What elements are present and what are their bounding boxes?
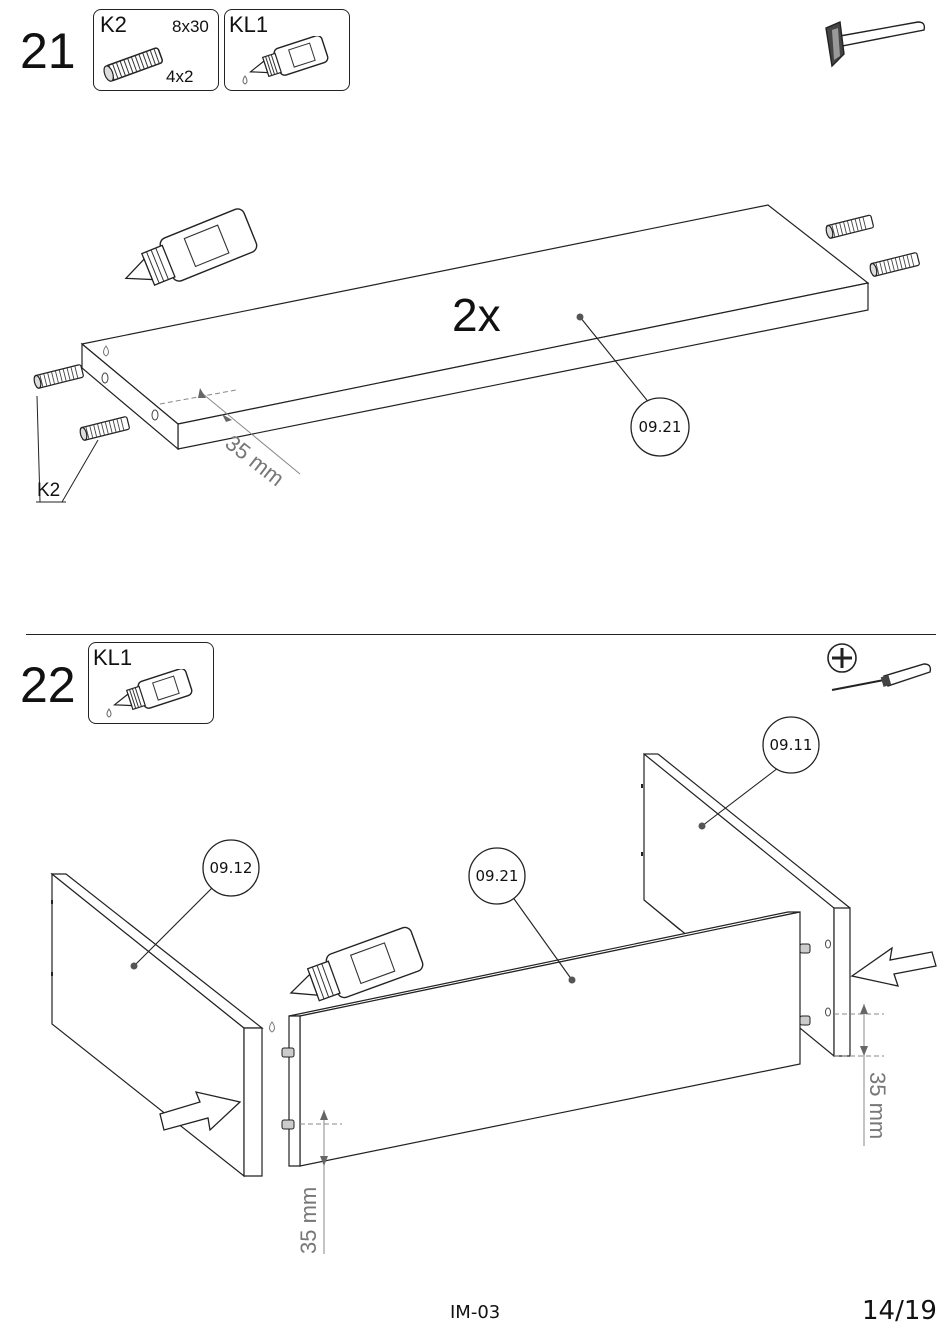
side-panel-09-12 <box>52 874 262 1176</box>
step-22-diagram <box>0 700 950 1300</box>
screwdriver-icon <box>824 642 934 702</box>
dimension-label-left: 35 mm <box>296 1187 322 1254</box>
arrow-left-icon <box>852 948 936 986</box>
callout-09-21: 09.21 <box>473 867 521 885</box>
page-number: 14/19 <box>862 1296 937 1326</box>
glue-bottle-icon <box>117 207 258 300</box>
dowel-label-k2: K2 <box>37 480 60 502</box>
callout-09-21: 09.21 <box>636 418 684 436</box>
callout-09-11: 09.11 <box>767 736 815 754</box>
part-code-kl1: KL1 <box>93 645 132 671</box>
callout-09-12: 09.12 <box>207 859 255 877</box>
dimension-label-right: 35 mm <box>864 1072 890 1139</box>
multiplier-label: 2x <box>452 288 501 342</box>
step-divider <box>26 634 936 635</box>
document-code: IM-03 <box>450 1302 500 1323</box>
